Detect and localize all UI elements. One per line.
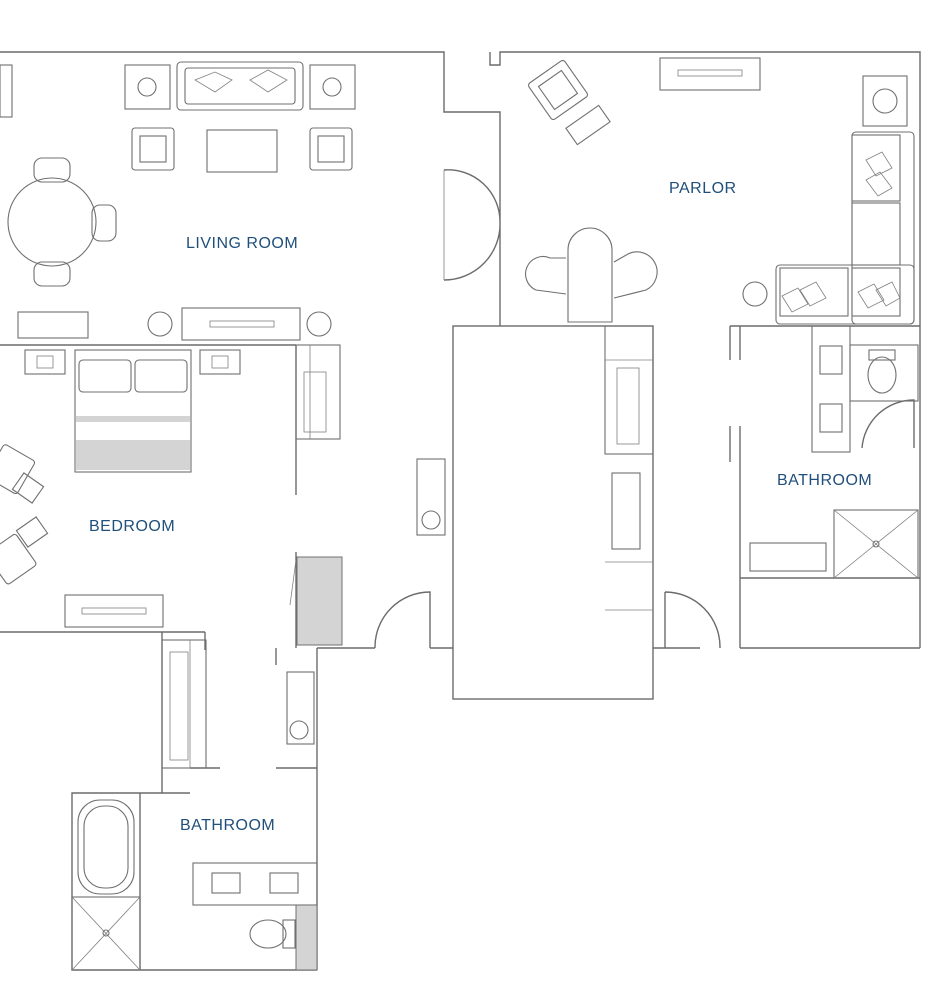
corridor-furniture — [416, 325, 654, 611]
room-label-bathroom-right: BATHROOM — [777, 472, 873, 489]
walls — [0, 51, 921, 971]
living-room-furniture — [0, 61, 356, 341]
room-label-bedroom: BEDROOM — [89, 518, 176, 535]
room-label-parlor: PARLOR — [669, 180, 737, 197]
parlor-furniture — [524, 57, 915, 325]
doors — [374, 169, 915, 649]
room-label-bathroom-bottom: BATHROOM — [180, 817, 276, 834]
right-bathroom-fixtures — [749, 325, 919, 579]
bottom-bathroom-fixtures — [71, 639, 318, 971]
bedroom-furniture — [0, 344, 343, 646]
room-label-living-room: LIVING ROOM — [186, 235, 299, 252]
